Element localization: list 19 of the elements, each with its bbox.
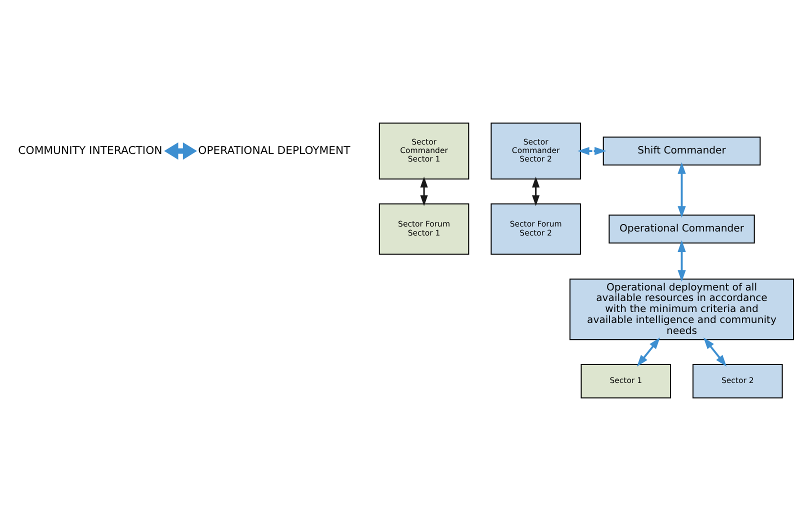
arrow: [420, 176, 428, 206]
arrow: [636, 336, 660, 366]
node-text: COMMUNITY INTERACTION: [18, 143, 162, 156]
node-box: Shift Commander: [602, 136, 761, 166]
node-box: Sector Commander Sector 2: [490, 122, 581, 179]
node-box: Sector Forum Sector 1: [378, 202, 470, 254]
node-box: Sector Forum Sector 2: [490, 202, 581, 254]
node-box: Operational Commander: [608, 214, 755, 244]
arrow: [532, 176, 540, 206]
arrow: [678, 162, 686, 218]
node-box: Sector Commander Sector 1: [378, 122, 470, 179]
node-box: Sector 1: [580, 364, 671, 398]
arrow: [578, 146, 606, 155]
arrow: [703, 336, 727, 366]
node-box: Sector 2: [692, 364, 783, 398]
node-box: Operational deployment of all available resources in accordance with the minimum criteria and available intelligence and community needs: [569, 278, 794, 340]
node-text: OPERATIONAL DEPLOYMENT: [198, 143, 350, 156]
arrow: [678, 240, 686, 282]
arrow: [164, 142, 198, 160]
